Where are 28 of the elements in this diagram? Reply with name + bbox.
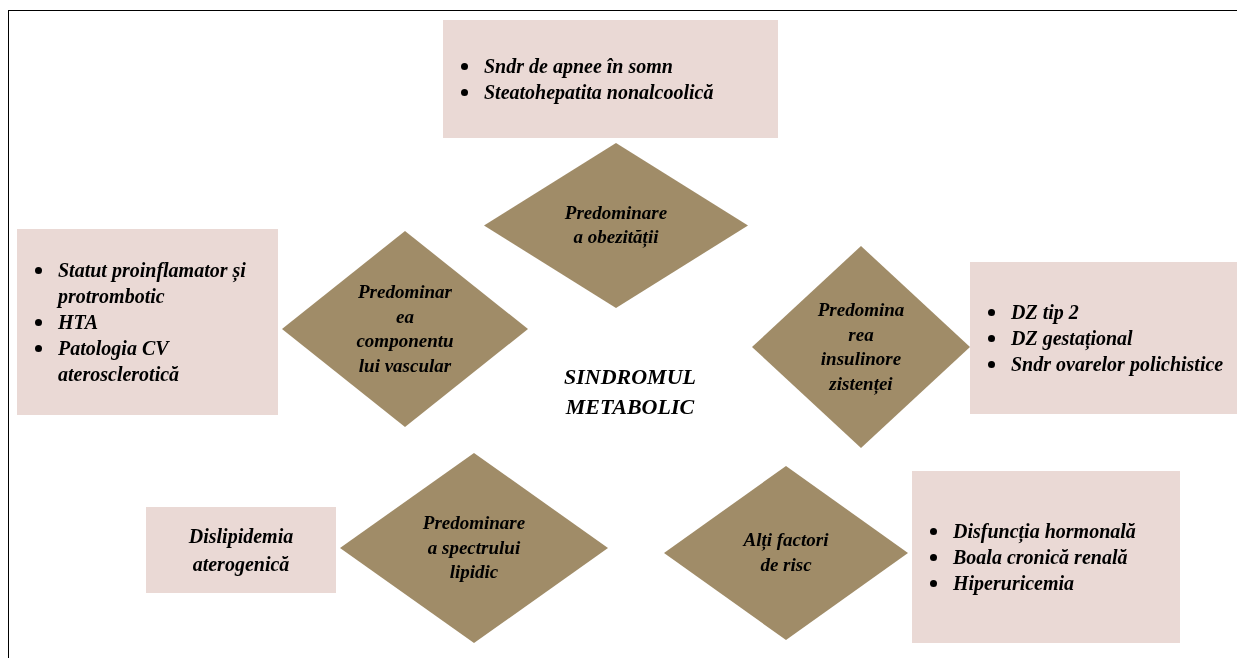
bullet-text: Sndr ovarelor polichistice — [1011, 352, 1224, 377]
diamond-label: Alți factori de risc — [741, 528, 830, 577]
bullet-text: DZ tip 2 — [1011, 300, 1079, 325]
text-box — [970, 262, 1237, 414]
text-box — [146, 507, 336, 593]
diamond-label: Predominarea spectrului lipidic — [421, 510, 527, 585]
bullet-text: DZ gestațional — [1011, 326, 1133, 351]
bullet-text: Boala cronică renală — [953, 545, 1128, 570]
diamond-label: Predominarea obezității — [563, 200, 669, 250]
bullet-text: HTA — [58, 310, 98, 335]
text-box — [443, 20, 778, 138]
center-title: SINDROMUL METABOLIC — [563, 363, 697, 421]
decision-diamond — [282, 231, 528, 427]
bullet-text: Statut proinflamator și protrombotic — [58, 258, 247, 309]
diamond-label: Predominarea componentului vascular — [355, 279, 455, 378]
decision-diamond — [664, 466, 908, 640]
bullet-text: Hiperuricemia — [953, 571, 1075, 596]
box-text: Dislipidemia aterogenică — [187, 524, 295, 578]
decision-diamond — [484, 143, 748, 308]
decision-diamond — [752, 246, 970, 448]
bullet-text: Disfuncția hormonală — [953, 519, 1136, 544]
text-box — [17, 229, 278, 415]
decision-diamond — [340, 453, 608, 643]
bullet-text: Patologia CV aterosclerotică — [58, 336, 181, 387]
diamond-label: Predominarea insulinorezistenței — [817, 297, 905, 397]
bullet-text: Steatohepatita nonalcoolică — [484, 80, 714, 105]
text-box — [912, 471, 1180, 643]
bullet-text: Sndr de apnee în somn — [484, 54, 673, 79]
